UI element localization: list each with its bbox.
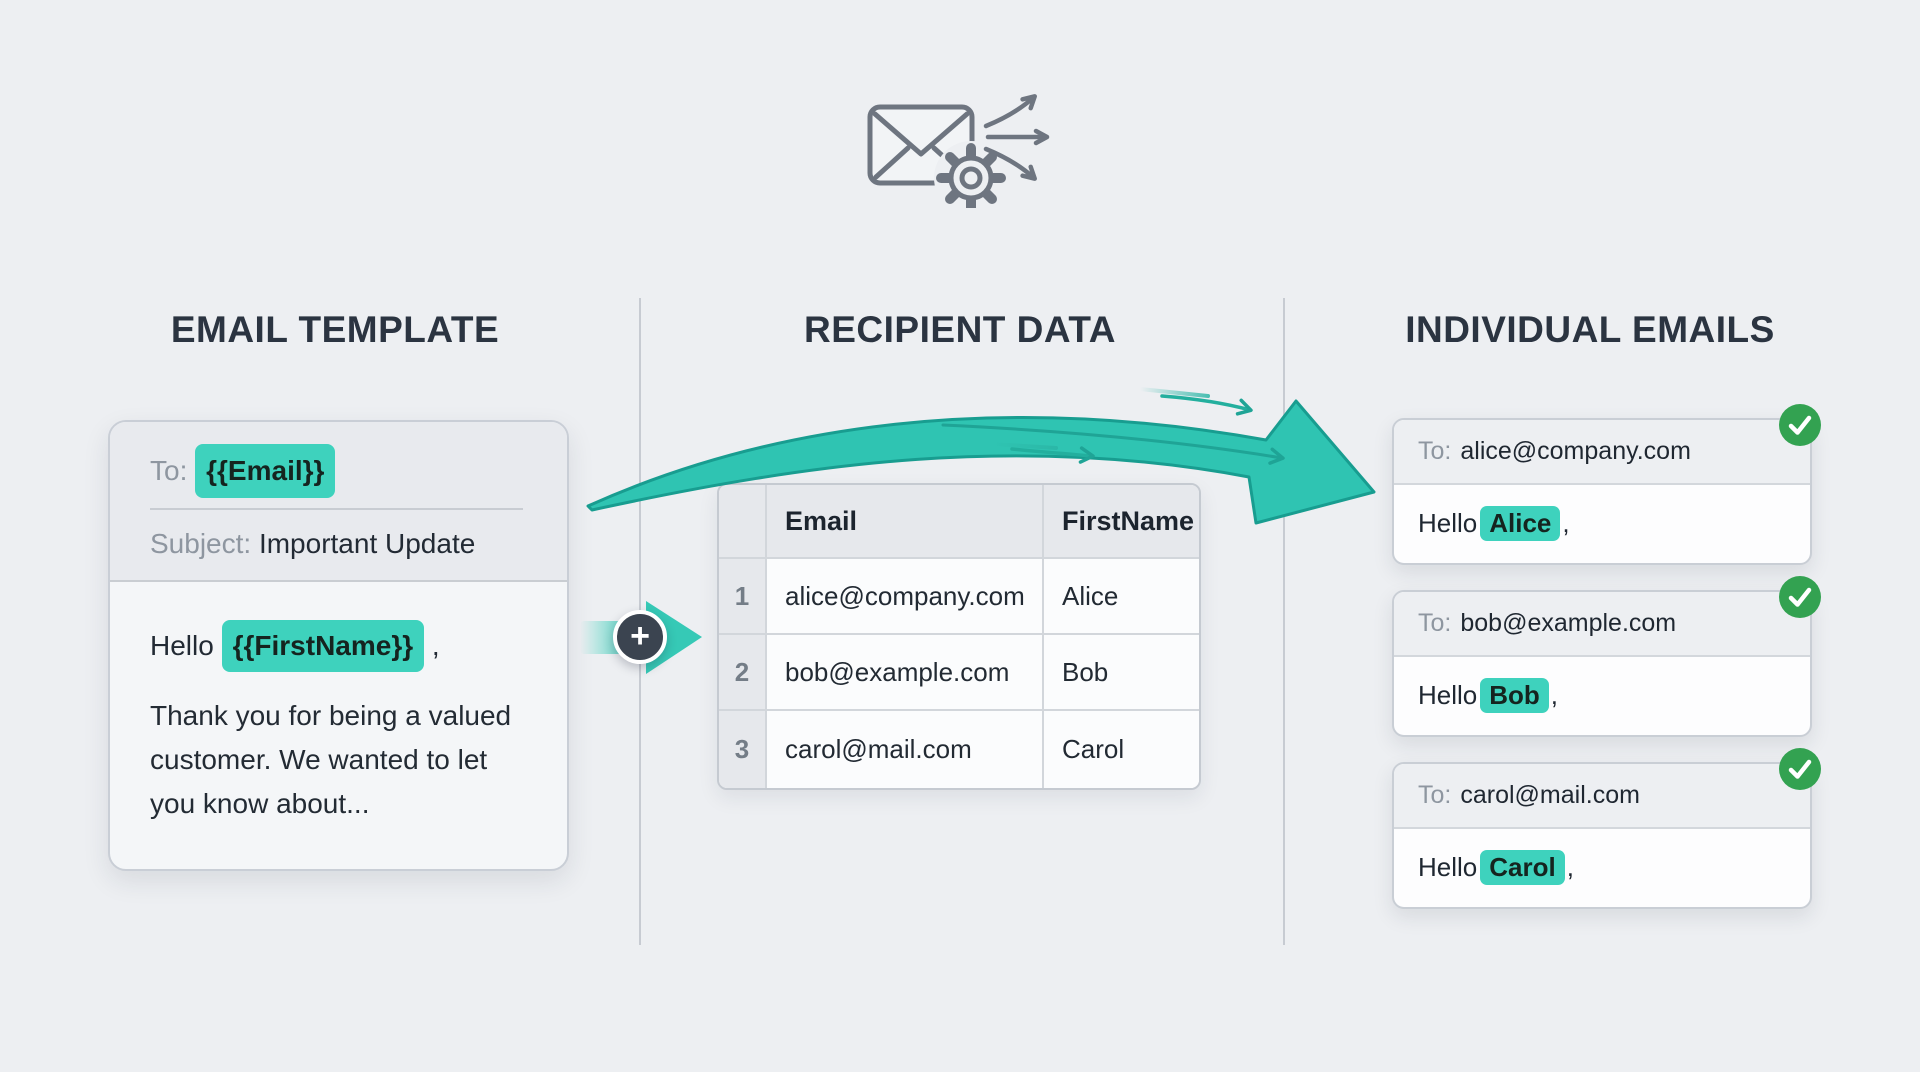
row-number: 2 [719, 635, 767, 711]
section-title-template: EMAIL TEMPLATE [170, 309, 500, 350]
greeting-prefix: Hello [1418, 507, 1478, 538]
to-label: To: [1418, 437, 1452, 465]
success-check-icon [1779, 576, 1821, 618]
to-address: carol@mail.com [1460, 781, 1640, 809]
email-greeting-row: Hello Alice , [1394, 485, 1810, 561]
success-check-icon [1779, 404, 1821, 446]
email-cell: bob@example.com [767, 635, 1044, 711]
email-to-row: To: alice@company.com [1394, 420, 1810, 485]
to-label: To: [150, 455, 188, 486]
row-number: 1 [719, 559, 767, 635]
to-address: alice@company.com [1460, 437, 1691, 465]
merge-plus-badge: + [613, 610, 667, 664]
template-body-text: Thank you for being a valued customer. W… [150, 700, 512, 819]
email-variable-chip: {{Email}} [195, 444, 336, 498]
greeting-prefix: Hello [150, 630, 222, 661]
column-header-firstname: FirstName [1044, 485, 1199, 559]
greeting-prefix: Hello [1418, 679, 1478, 710]
table-corner-cell [719, 485, 767, 559]
individual-email-card: To: bob@example.com Hello Bob , [1392, 576, 1821, 737]
greeting-line: Hello {{FirstName}} , [150, 620, 440, 672]
template-card-body: Hello {{FirstName}} , Thank you for bein… [110, 582, 567, 867]
envelope-send-gear-icon [867, 94, 1050, 208]
individual-email-card: To: alice@company.com Hello Alice , [1392, 404, 1821, 565]
subject-value: Important Update [258, 528, 476, 559]
email-cell: alice@company.com [767, 559, 1044, 635]
section-title-individual: INDIVIDUAL EMAILS [1405, 309, 1775, 350]
greeting-suffix: , [1550, 679, 1559, 710]
field-separator [150, 508, 523, 510]
fan-out-arrows-icon [983, 94, 1050, 181]
subject-field: Subject: Important Update [150, 520, 537, 568]
name-chip: Carol [1480, 849, 1565, 885]
name-chip: Bob [1480, 677, 1549, 713]
greeting-suffix: , [424, 630, 440, 661]
email-to-row: To: carol@mail.com [1394, 764, 1810, 829]
subject-label: Subject: [150, 528, 252, 559]
gear-icon [936, 143, 1006, 208]
column-header-email: Email [767, 485, 1044, 559]
to-label: To: [1418, 781, 1452, 809]
email-template-card: To: {{Email}} Subject: Important Update … [108, 420, 569, 871]
greeting-suffix: , [1562, 507, 1570, 538]
to-field: To: {{Email}} [150, 444, 537, 498]
email-greeting-row: Hello Carol , [1394, 829, 1810, 905]
row-number: 3 [719, 711, 767, 788]
name-chip: Alice [1480, 505, 1561, 541]
firstname-variable-chip: {{FirstName}} [221, 620, 425, 672]
section-title-recipients: RECIPIENT DATA [804, 309, 1116, 350]
email-to-row: To: bob@example.com [1394, 592, 1810, 657]
to-label: To: [1418, 609, 1452, 637]
individual-email-card: To: carol@mail.com Hello Carol , [1392, 748, 1821, 909]
firstname-cell: Bob [1044, 635, 1199, 711]
to-address: bob@example.com [1460, 609, 1677, 637]
firstname-cell: Alice [1044, 559, 1199, 635]
greeting-prefix: Hello [1418, 851, 1478, 882]
greeting-suffix: , [1566, 851, 1574, 882]
email-greeting-row: Hello Bob , [1394, 657, 1810, 733]
template-card-header: To: {{Email}} Subject: Important Update [110, 422, 567, 582]
plus-icon: + [630, 616, 650, 655]
firstname-cell: Carol [1044, 711, 1199, 788]
column-divider-right [1283, 298, 1285, 945]
success-check-icon [1779, 748, 1821, 790]
email-cell: carol@mail.com [767, 711, 1044, 788]
recipient-data-table: Email FirstName 1 alice@company.com Alic… [717, 483, 1201, 790]
